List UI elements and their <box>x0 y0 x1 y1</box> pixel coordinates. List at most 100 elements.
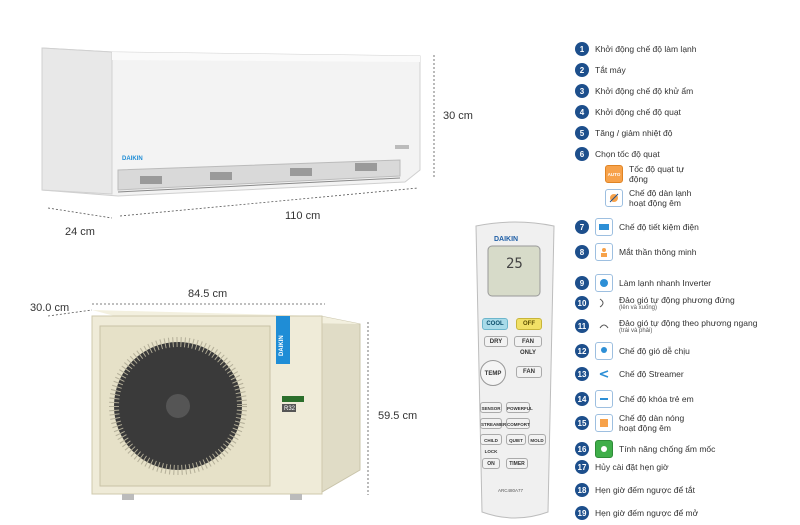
legend-number: 2 <box>575 63 589 77</box>
legend-number: 14 <box>575 392 589 406</box>
smart-eye-icon <box>595 243 613 261</box>
legend-number: 11 <box>575 319 589 333</box>
off-button[interactable]: OFF <box>516 318 542 330</box>
outdoor-depth-label: 30.0 cm <box>30 302 70 314</box>
legend-text: Chế độ khóa trẻ em <box>619 394 694 404</box>
legend-number: 4 <box>575 105 589 119</box>
refrigerant-label: R32 <box>284 406 296 412</box>
legend-item-8: 8 Mắt thần thông minh <box>575 243 697 261</box>
legend-item-11: 11 Đảo gió tự động theo phương ngang(trá… <box>575 317 757 335</box>
remote-control: DAIKIN 25 COOL OFF DRY FAN ONLY TEMP FAN… <box>470 220 560 525</box>
legend-item-14: 14 Chế độ khóa trẻ em <box>575 390 694 408</box>
legend-number: 15 <box>575 416 589 430</box>
fan-speed-option-auto: AUTO Tốc độ quạt tự động <box>599 164 699 184</box>
legend-item-18: 18 Hẹn giờ đếm ngược để tắt <box>575 483 695 497</box>
on-timer-button[interactable]: ON <box>482 458 500 469</box>
quiet-button[interactable]: QUIET <box>506 434 526 445</box>
fan-auto-text: Tốc độ quạt tự động <box>629 164 685 184</box>
legend-item-3: 3 Khởi động chế độ khử ẩm <box>575 84 693 98</box>
legend-number: 17 <box>575 460 589 474</box>
streamer-button[interactable]: STREAMER <box>480 418 506 429</box>
remote-brand-label: DAIKIN <box>494 236 519 243</box>
legend-item-6: 6 Chọn tốc độ quạt <box>575 147 660 161</box>
comfort-button[interactable]: COMFORT <box>506 418 530 429</box>
child-lock-icon <box>595 390 613 408</box>
indoor-brand-label: DAIKIN <box>122 156 143 162</box>
legend-item-17: 17 Hủy cài đặt hẹn giờ <box>575 460 669 474</box>
streamer-icon <box>595 365 613 383</box>
outdoor-unit-illustration: DAIKIN R32 84.5 cm 30.0 cm 59.5 cm <box>0 280 440 525</box>
legend-text: Tăng / giảm nhiệt độ <box>595 128 673 138</box>
horizontal-swing-icon <box>595 317 613 335</box>
powerful-icon <box>595 274 613 292</box>
fan-only-button[interactable]: FAN ONLY <box>514 336 542 356</box>
legend-number: 12 <box>575 344 589 358</box>
legend-number: 6 <box>575 147 589 161</box>
legend-item-2: 2 Tắt máy <box>575 63 626 77</box>
fan-speed-option-quiet: Chế độ dàn lạnh hoạt động êm <box>599 188 709 208</box>
indoor-unit-drawing: DAIKIN <box>41 47 435 219</box>
legend-item-5: 5 Tăng / giảm nhiệt độ <box>575 126 673 140</box>
legend-text: Khởi động chế độ khử ẩm <box>595 86 694 96</box>
fan-auto-icon-label: AUTO <box>607 171 621 177</box>
legend-item-7: 7 Chế độ tiết kiệm điện <box>575 218 699 236</box>
child-lock-button[interactable]: CHILD LOCK <box>480 434 502 454</box>
legend-text: Đảo gió tự động phương đứng(lên và xuống… <box>619 295 735 312</box>
outdoor-unit-drawing: DAIKIN R32 <box>47 303 369 500</box>
temp-button[interactable]: TEMP <box>480 360 506 386</box>
quiet-outdoor-icon <box>595 414 613 432</box>
econo-icon <box>595 218 613 236</box>
legend-text-sub: (lên và xuống) <box>619 304 658 311</box>
outdoor-height-label: 59.5 cm <box>378 410 418 422</box>
legend-text: Hẹn giờ đếm ngược để mở <box>595 508 699 518</box>
vertical-swing-icon <box>595 294 613 312</box>
dry-button[interactable]: DRY <box>484 336 508 347</box>
sensor-button[interactable]: SENSOR <box>480 402 502 413</box>
legend-text: Chế độ gió dễ chịu <box>619 346 690 356</box>
legend-text-sub: (trái và phải) <box>619 327 653 334</box>
legend-text: Đảo gió tự động theo phương ngang(trái v… <box>619 318 757 335</box>
legend-number: 19 <box>575 506 589 520</box>
legend-item-16: 16 Tính năng chống ẩm mốc <box>575 440 715 458</box>
legend-text: Làm lạnh nhanh Inverter <box>619 278 712 288</box>
legend-text: Tính năng chống ẩm mốc <box>619 444 716 454</box>
legend-text: Chế độ Streamer <box>619 369 684 379</box>
fan-quiet-text: Chế độ dàn lạnh hoạt động êm <box>629 188 692 208</box>
legend-item-4: 4 Khởi động chế độ quạt <box>575 105 681 119</box>
outdoor-brand-label: DAIKIN <box>279 335 285 356</box>
legend-text: Chọn tốc độ quạt <box>595 149 660 159</box>
legend-item-1: 1 Khởi động chế độ làm lạnh <box>575 42 697 56</box>
legend-item-15: 15 Chế độ dàn nóng hoạt động êm <box>575 413 689 433</box>
comfort-airflow-icon <box>595 342 613 360</box>
legend-text: Khởi động chế độ làm lạnh <box>595 44 697 54</box>
legend-item-9: 9 Làm lạnh nhanh Inverter <box>575 274 711 292</box>
legend-text: Khởi động chế độ quạt <box>595 107 681 117</box>
legend-number: 8 <box>575 245 589 259</box>
legend-item-13: 13 Chế độ Streamer <box>575 365 684 383</box>
legend-number: 1 <box>575 42 589 56</box>
remote-display-temp: 25 <box>506 256 523 272</box>
legend-text: Chế độ dàn nóng hoạt động êm <box>619 413 685 433</box>
timer-button[interactable]: TIMER <box>506 458 528 469</box>
indoor-depth-label: 24 cm <box>65 226 95 238</box>
quiet-fan-icon <box>605 189 623 207</box>
legend-number: 5 <box>575 126 589 140</box>
legend-item-12: 12 Chế độ gió dễ chịu <box>575 342 690 360</box>
legend-number: 16 <box>575 442 589 456</box>
legend-number: 3 <box>575 84 589 98</box>
cool-button[interactable]: COOL <box>482 318 508 330</box>
outdoor-width-label: 84.5 cm <box>188 288 228 300</box>
powerful-button[interactable]: POWERFUL <box>506 402 533 413</box>
fan-auto-icon: AUTO <box>605 165 623 183</box>
legend-text: Hẹn giờ đếm ngược để tắt <box>595 485 695 495</box>
legend-item-19: 19 Hẹn giờ đếm ngược để mở <box>575 506 698 520</box>
legend-number: 9 <box>575 276 589 290</box>
legend-text-main: Đảo gió tự động theo phương ngang <box>619 317 758 328</box>
legend-text: Mắt thần thông minh <box>619 247 697 257</box>
indoor-width-label: 110 cm <box>285 210 321 222</box>
legend-text-main: Đảo gió tự động phương đứng <box>619 294 735 305</box>
legend-number: 13 <box>575 367 589 381</box>
mold-button[interactable]: MOLD <box>528 434 546 445</box>
fan-button[interactable]: FAN <box>516 366 542 378</box>
indoor-unit-illustration: DAIKIN 30 cm 110 cm 24 cm <box>0 0 473 240</box>
